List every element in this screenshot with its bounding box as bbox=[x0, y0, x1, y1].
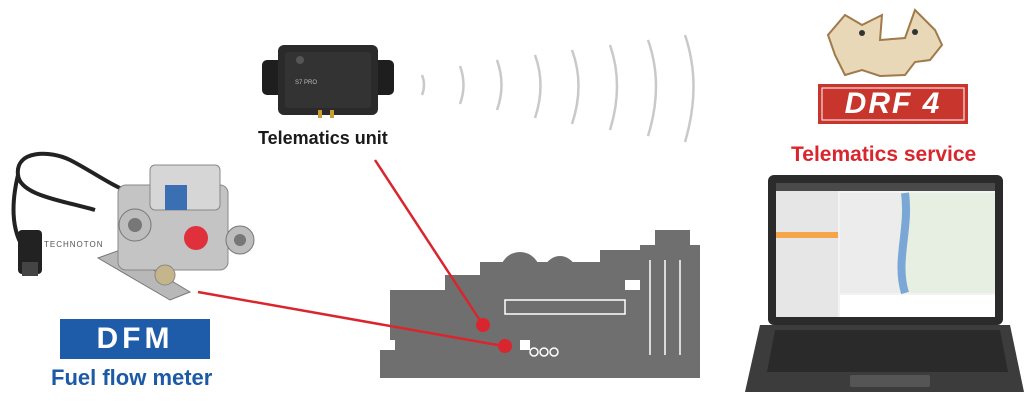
laptop-icon bbox=[745, 175, 1024, 392]
dfm-logo-text: DFM bbox=[96, 322, 174, 355]
telematics-unit-icon bbox=[262, 45, 394, 118]
telematics-unit-label: Telematics unit bbox=[258, 128, 388, 148]
engine-details bbox=[504, 260, 681, 357]
drf-logo bbox=[818, 84, 968, 124]
telematics-service-label: Telematics service bbox=[791, 143, 977, 166]
dfm-logo bbox=[60, 319, 210, 359]
engine-icon bbox=[380, 230, 700, 378]
fuel-flow-meter-label: Fuel flow meter bbox=[51, 365, 213, 390]
connector-lines bbox=[197, 159, 512, 353]
unit-connector-line bbox=[373, 159, 485, 326]
unit-brand-text: S7 PRO bbox=[295, 80, 318, 86]
dog-mascot-icon bbox=[826, 8, 944, 78]
meter-connector-line bbox=[197, 290, 504, 348]
technoton-logo: TECHNOTON bbox=[44, 240, 104, 249]
wireless-signal-icon bbox=[420, 34, 695, 143]
fuel-flow-meter-icon bbox=[11, 151, 255, 301]
drf-logo-text: DRF 4 bbox=[844, 87, 942, 120]
meter-connection-point bbox=[498, 339, 512, 353]
unit-connection-point bbox=[476, 318, 490, 332]
